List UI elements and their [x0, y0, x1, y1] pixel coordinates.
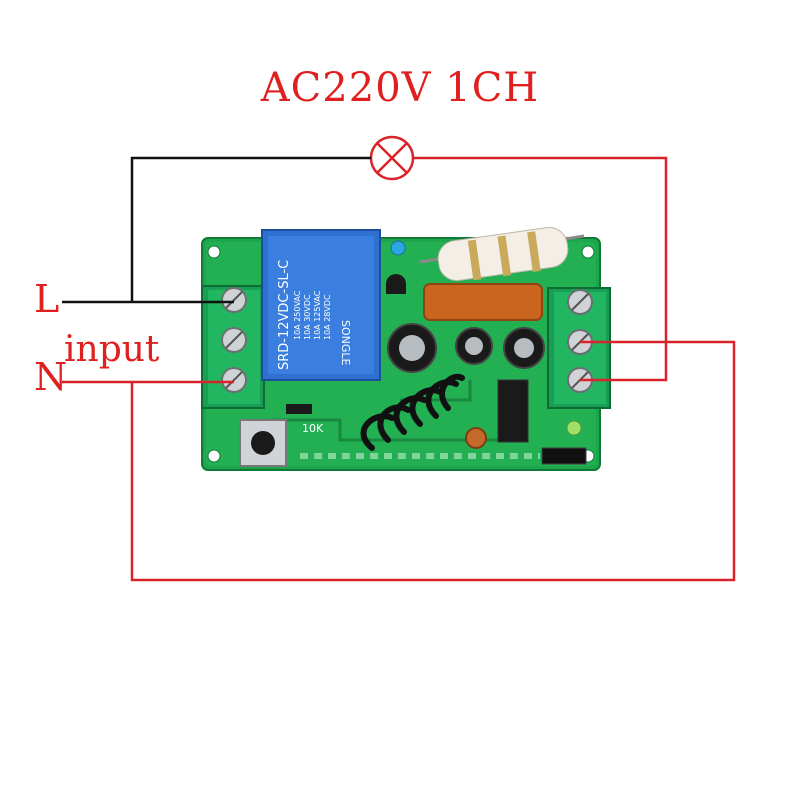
relay-rating-3: 10A 125VAC: [313, 290, 322, 340]
relay-brand-text: SONGLE: [339, 320, 352, 366]
relay-rating-1: 10A 250VAC: [293, 290, 302, 340]
power-resistor: [419, 226, 585, 282]
neutral-label: N: [34, 355, 68, 399]
live-label: L: [34, 277, 60, 321]
lamp-icon: [369, 135, 415, 181]
lamp-return-wire: [413, 156, 668, 382]
ic-chip: [497, 379, 529, 443]
relay: SRD-12VDC-SL-C SONGLE 10A 250VAC 10A 30V…: [261, 229, 381, 381]
terminal-screw-3: [221, 367, 247, 393]
transistor: [386, 274, 406, 294]
learn-push-button: [239, 419, 287, 467]
led-blue: [390, 240, 406, 256]
common-wire: [130, 340, 736, 582]
antenna-coil: [360, 373, 465, 451]
diagram-title: AC220V 1CH: [260, 65, 540, 111]
relay-model-text: SRD-12VDC-SL-C: [277, 260, 292, 370]
terminal-screw-2: [221, 327, 247, 353]
input-label: input: [64, 329, 160, 370]
relay-rating-2: 10A 30VDC: [303, 294, 312, 340]
relay-rating-4: 10A 28VDC: [323, 294, 332, 340]
live-wire: [62, 156, 371, 304]
resistor-10k-label: 10K: [302, 422, 324, 435]
electrolytic-capacitors: [387, 323, 545, 373]
film-capacitor: [423, 283, 543, 321]
output-terminal-block: [547, 287, 611, 409]
terminal-screw-1: [221, 287, 247, 313]
terminal-screw-4: [567, 289, 593, 315]
smd-resistor: [286, 404, 312, 414]
input-terminal-block: [201, 285, 265, 409]
led-green: [566, 420, 582, 436]
inductor-coil: [465, 427, 487, 449]
jumper: [541, 447, 587, 465]
